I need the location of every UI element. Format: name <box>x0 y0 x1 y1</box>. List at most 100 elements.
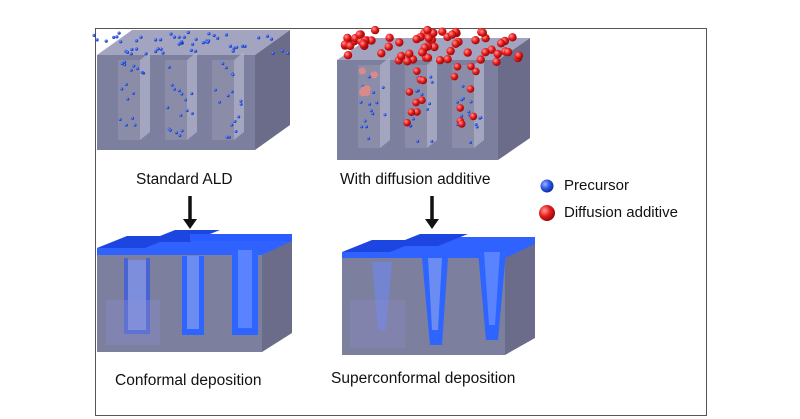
precursor-dot <box>230 90 234 94</box>
precursor-dot <box>231 49 235 53</box>
precursor-dot <box>372 91 376 94</box>
precursor-dot <box>207 32 211 36</box>
precursor-dot <box>156 47 160 51</box>
precursor-dot <box>178 134 182 137</box>
precursor-dot <box>154 38 158 42</box>
precursor-dot <box>234 130 238 133</box>
additive-dot <box>514 51 524 60</box>
caption-superconformal-deposition: Superconformal deposition <box>331 370 516 387</box>
precursor-dot <box>133 123 137 127</box>
precursor-dot <box>159 38 163 42</box>
precursor-dot <box>185 109 189 113</box>
additive-dot <box>395 38 404 47</box>
precursor-dot <box>115 35 119 39</box>
additive-dot <box>467 62 475 71</box>
additive-dot <box>492 57 501 66</box>
conformal-deposition-block <box>97 230 292 352</box>
precursor-dot <box>201 41 205 45</box>
additive-dot <box>424 33 433 43</box>
legend-additive-marker <box>539 205 555 221</box>
precursor-dot <box>226 94 230 98</box>
precursor-dot <box>430 80 434 84</box>
precursor-dot <box>169 32 173 36</box>
precursor-dot <box>363 119 367 123</box>
precursor-dot <box>237 115 241 119</box>
additive-dot <box>423 53 433 62</box>
precursor-dot <box>213 88 217 92</box>
precursor-dot <box>131 116 135 120</box>
precursor-dot <box>177 35 181 39</box>
additive-dot <box>358 67 366 75</box>
down-arrow-left <box>183 196 197 229</box>
precursor-dot <box>467 110 471 114</box>
precursor-dot <box>411 117 415 121</box>
diffusion-additive-dots <box>340 25 524 128</box>
precursor-dot <box>120 87 124 91</box>
additive-dot <box>367 36 376 45</box>
down-arrow-right <box>425 196 439 229</box>
precursor-dot <box>92 33 96 38</box>
precursor-dot <box>117 31 121 35</box>
caption-with-diffusion-additive: With diffusion additive <box>340 171 491 188</box>
precursor-dot <box>124 123 128 127</box>
additive-dot <box>476 55 485 64</box>
precursor-dot <box>167 65 171 69</box>
precursor-dot <box>170 83 174 87</box>
precursor-dot <box>190 92 194 96</box>
precursor-dot <box>365 125 368 129</box>
precursor-dot <box>475 125 479 129</box>
additive-dot <box>385 33 394 42</box>
precursor-dot <box>189 48 193 53</box>
precursor-dot <box>235 45 239 49</box>
caption-conformal-deposition: Conformal deposition <box>115 372 262 389</box>
superconformal-deposition-block <box>342 234 535 355</box>
precursor-dot <box>257 36 261 40</box>
additive-dot <box>407 108 416 116</box>
additive-dot <box>370 71 378 79</box>
precursor-dot <box>416 139 420 143</box>
additive-dot <box>405 49 414 58</box>
precursor-dot <box>180 40 184 44</box>
legend-precursor-label: Precursor <box>564 177 630 194</box>
precursor-dot <box>233 120 237 123</box>
precursor-dot <box>182 35 186 39</box>
precursor-dot <box>216 36 220 40</box>
additive-dot <box>463 48 472 57</box>
precursor-dot <box>132 64 136 68</box>
precursor-dot <box>161 51 165 55</box>
precursor-dot <box>265 34 270 38</box>
additive-dot <box>359 89 367 97</box>
precursor-dot <box>124 83 128 86</box>
precursor-dot <box>224 66 228 70</box>
additive-dot <box>418 48 427 57</box>
precursor-dot <box>136 67 139 71</box>
additive-dot <box>370 25 380 35</box>
precursor-dot <box>218 100 222 104</box>
precursor-dot <box>154 49 158 54</box>
precursor-dot <box>119 40 123 44</box>
additive-dot <box>471 36 480 45</box>
precursor-dot <box>232 46 236 50</box>
additive-dot <box>472 67 480 76</box>
additive-dot <box>397 51 406 61</box>
additive-dot <box>403 118 411 127</box>
additive-dot <box>456 104 465 112</box>
precursor-dot <box>144 52 148 56</box>
additive-dot <box>413 67 421 75</box>
additive-dot <box>443 55 452 64</box>
precursor-dot <box>186 30 190 35</box>
precursor-dot <box>469 100 473 104</box>
precursor-dot <box>140 70 144 74</box>
additive-dot <box>418 96 426 104</box>
precursor-dot <box>240 44 245 48</box>
additive-dot <box>343 33 352 43</box>
additive-dot <box>405 88 414 96</box>
precursor-dot <box>460 114 464 118</box>
precursor-dot <box>130 47 134 52</box>
additive-dot <box>446 46 455 56</box>
precursor-dot <box>375 101 379 105</box>
precursor-dot <box>367 137 371 140</box>
diffusion-additive-block <box>337 25 530 160</box>
precursor-dot <box>369 109 373 113</box>
